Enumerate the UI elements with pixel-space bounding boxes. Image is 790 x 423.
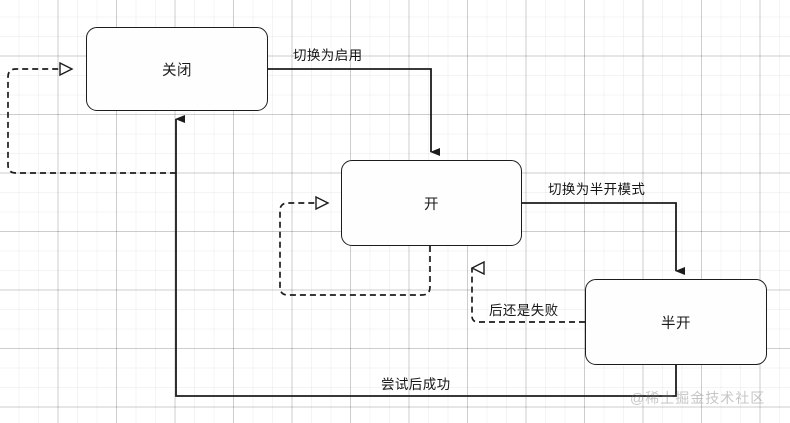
watermark: @稀土掘金技术社区 <box>630 390 766 406</box>
node-open[interactable]: 开 <box>341 160 522 246</box>
edge-open-self-loop <box>279 203 431 296</box>
node-half-open[interactable]: 半开 <box>585 279 767 365</box>
edge-closed-self-loop <box>7 69 176 174</box>
edge-half-open-to-open <box>472 268 585 323</box>
node-closed[interactable]: 关闭 <box>86 27 268 111</box>
edge-label-half-open-to-open: 后还是失败 <box>489 303 559 318</box>
edge-label-half-open-to-closed: 尝试后成功 <box>381 377 451 392</box>
edge-closed-to-open <box>268 68 440 156</box>
node-half-open-label: 半开 <box>661 315 691 332</box>
edge-label-closed-to-open: 切换为启用 <box>293 48 363 63</box>
node-open-label: 开 <box>424 196 439 213</box>
node-closed-label: 关闭 <box>162 62 192 79</box>
edge-label-open-to-half-open: 切换为半开模式 <box>548 182 646 197</box>
edge-open-to-half-open <box>522 202 685 275</box>
edge-half-open-to-closed <box>175 115 677 397</box>
